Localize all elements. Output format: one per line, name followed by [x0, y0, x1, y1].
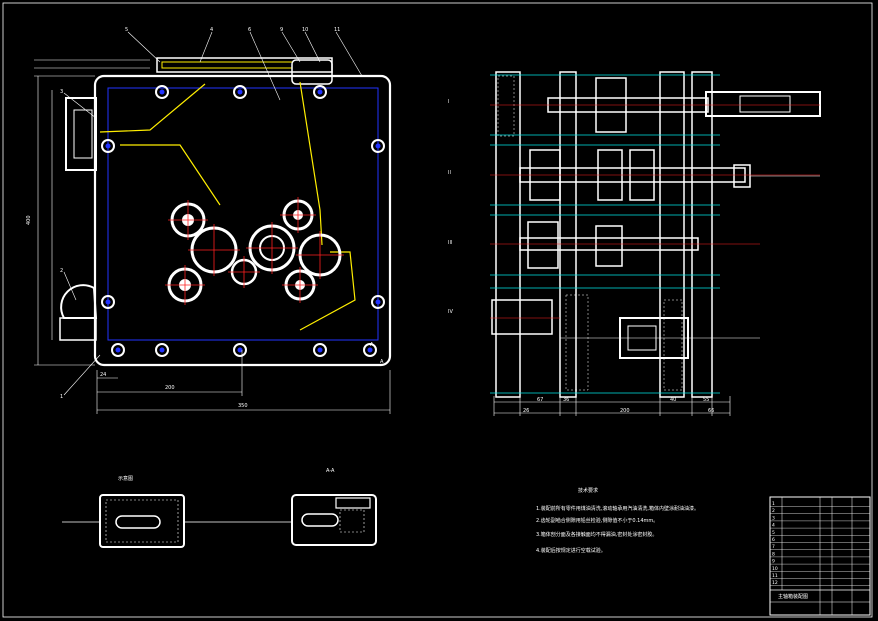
- housing-inner: [107, 87, 379, 341]
- side-section-view: 26 67 36 200 40 55 66 I II III IV: [448, 71, 821, 416]
- row-label-1: I: [448, 99, 449, 105]
- balloon-5: 5: [125, 27, 128, 33]
- title-block-row-number: 8: [772, 551, 775, 557]
- detail-view-section-aa: A-A: [200, 468, 377, 546]
- bolt-hole: [233, 343, 247, 357]
- gear-5: [246, 222, 298, 274]
- side-dim-7: 66: [708, 408, 714, 414]
- bolt-holes: [101, 85, 385, 357]
- bolt-hole: [363, 343, 377, 357]
- title-block-row-number: 3: [772, 515, 775, 521]
- side-dim-2: 67: [537, 397, 543, 403]
- bolt-hole-center: [237, 89, 243, 95]
- shaft-3: [519, 221, 699, 269]
- title-block-row-number: 6: [772, 537, 775, 543]
- bolt-hole-center: [105, 143, 111, 149]
- note-3: 3.箱体剖分面及各接触面均不得漏油,密封处涂密封胶。: [536, 531, 657, 538]
- balloon-2: 2: [60, 268, 63, 274]
- balloon-10: 10: [302, 27, 308, 33]
- gear-8: [282, 267, 318, 303]
- bolt-hole-center: [317, 347, 323, 353]
- bolt-hole-center: [317, 89, 323, 95]
- title-block-row-number: 10: [772, 566, 778, 572]
- dim-small: 24: [100, 372, 106, 378]
- title-block-row-number: 2: [772, 508, 775, 514]
- title-block-row-number: 11: [772, 573, 778, 579]
- title-block-row-number: 4: [772, 523, 775, 529]
- row-label-3: III: [448, 240, 452, 246]
- note-1: 1.装配前所有零件用煤油清洗,滚动轴承用汽油清洗,箱体内壁涂耐油油漆。: [536, 505, 699, 512]
- row-label-4: IV: [448, 309, 453, 315]
- dim-height: 400: [26, 215, 32, 225]
- dim-offset: 200: [165, 385, 175, 391]
- bolt-hole: [371, 139, 385, 153]
- note-2: 2.齿轮副啮合侧隙用铅丝检验,侧隙值不小于0.14mm。: [536, 517, 658, 524]
- left-port-upper: [65, 97, 97, 171]
- bolt-hole: [233, 85, 247, 99]
- gear-7: [296, 231, 344, 279]
- balloon-6: 6: [248, 27, 251, 33]
- bolt-hole-center: [159, 89, 165, 95]
- bolt-hole-center: [115, 347, 121, 353]
- bolt-hole-center: [159, 347, 165, 353]
- gear-3: [165, 265, 205, 305]
- notes-title: 技术要求: [578, 487, 598, 494]
- title-block-row-number: 5: [772, 530, 775, 536]
- side-dim-4: 200: [620, 408, 630, 414]
- bolt-hole-center: [367, 347, 373, 353]
- gear-2: [188, 224, 240, 276]
- note-4: 4.装配后按规定进行空载试验。: [536, 547, 606, 554]
- side-dim-6: 55: [703, 397, 709, 403]
- gear-4: [228, 256, 260, 288]
- internal-routing: [99, 81, 356, 331]
- bolt-hole-center: [105, 299, 111, 305]
- title-block-row-number: 12: [772, 580, 778, 586]
- side-dim-5: 40: [670, 397, 676, 403]
- gear-1: [168, 200, 208, 240]
- side-dim-1: 26: [523, 408, 529, 414]
- section-mark-a-bottom: A: [380, 359, 384, 365]
- cyan-rails: [490, 74, 720, 394]
- balloon-4: 4: [210, 27, 213, 33]
- title-block-row-number: 1: [772, 501, 775, 507]
- balloon-1: 1: [60, 394, 63, 400]
- bolt-hole-center: [237, 347, 243, 353]
- title-block-title: 主轴箱装配图: [778, 593, 808, 600]
- housing-outer: [93, 74, 392, 367]
- row-label-2: II: [448, 170, 451, 176]
- bolt-hole-center: [375, 299, 381, 305]
- bolt-hole: [313, 343, 327, 357]
- section-mark-a-top: A: [370, 342, 374, 348]
- gear-6: [280, 197, 316, 233]
- detail-view-left: 示意图: [62, 475, 200, 548]
- front-view: 400 200 350 24 5 4 6 9 10 11 3 2 1 A A: [26, 27, 392, 414]
- side-centerlines: [490, 104, 820, 319]
- title-block-row-number: 7: [772, 544, 775, 550]
- shaft-4: [491, 299, 760, 359]
- bolt-hole: [371, 295, 385, 309]
- front-dimensions: [34, 59, 391, 414]
- front-leaders: [63, 31, 363, 396]
- bolt-hole: [101, 139, 115, 153]
- left-port-lower: [60, 284, 98, 319]
- bolt-hole-center: [375, 143, 381, 149]
- side-dimension-chain: [493, 396, 731, 416]
- bolt-hole: [313, 85, 327, 99]
- detail-title-left: 示意图: [118, 475, 133, 482]
- bolt-hole: [155, 343, 169, 357]
- balloon-3: 3: [60, 89, 63, 95]
- bolt-hole: [111, 343, 125, 357]
- balloon-11: 11: [334, 27, 340, 33]
- detail-title-aa: A-A: [326, 468, 335, 474]
- title-block-row-number: 9: [772, 559, 775, 565]
- dim-width: 350: [238, 403, 248, 409]
- bolt-hole: [155, 85, 169, 99]
- technical-notes: 技术要求 1.装配前所有零件用煤油清洗,滚动轴承用汽油清洗,箱体内壁涂耐油油漆。…: [536, 487, 699, 554]
- balloon-9: 9: [280, 27, 283, 33]
- side-dim-3: 36: [563, 397, 569, 403]
- bolt-hole: [101, 295, 115, 309]
